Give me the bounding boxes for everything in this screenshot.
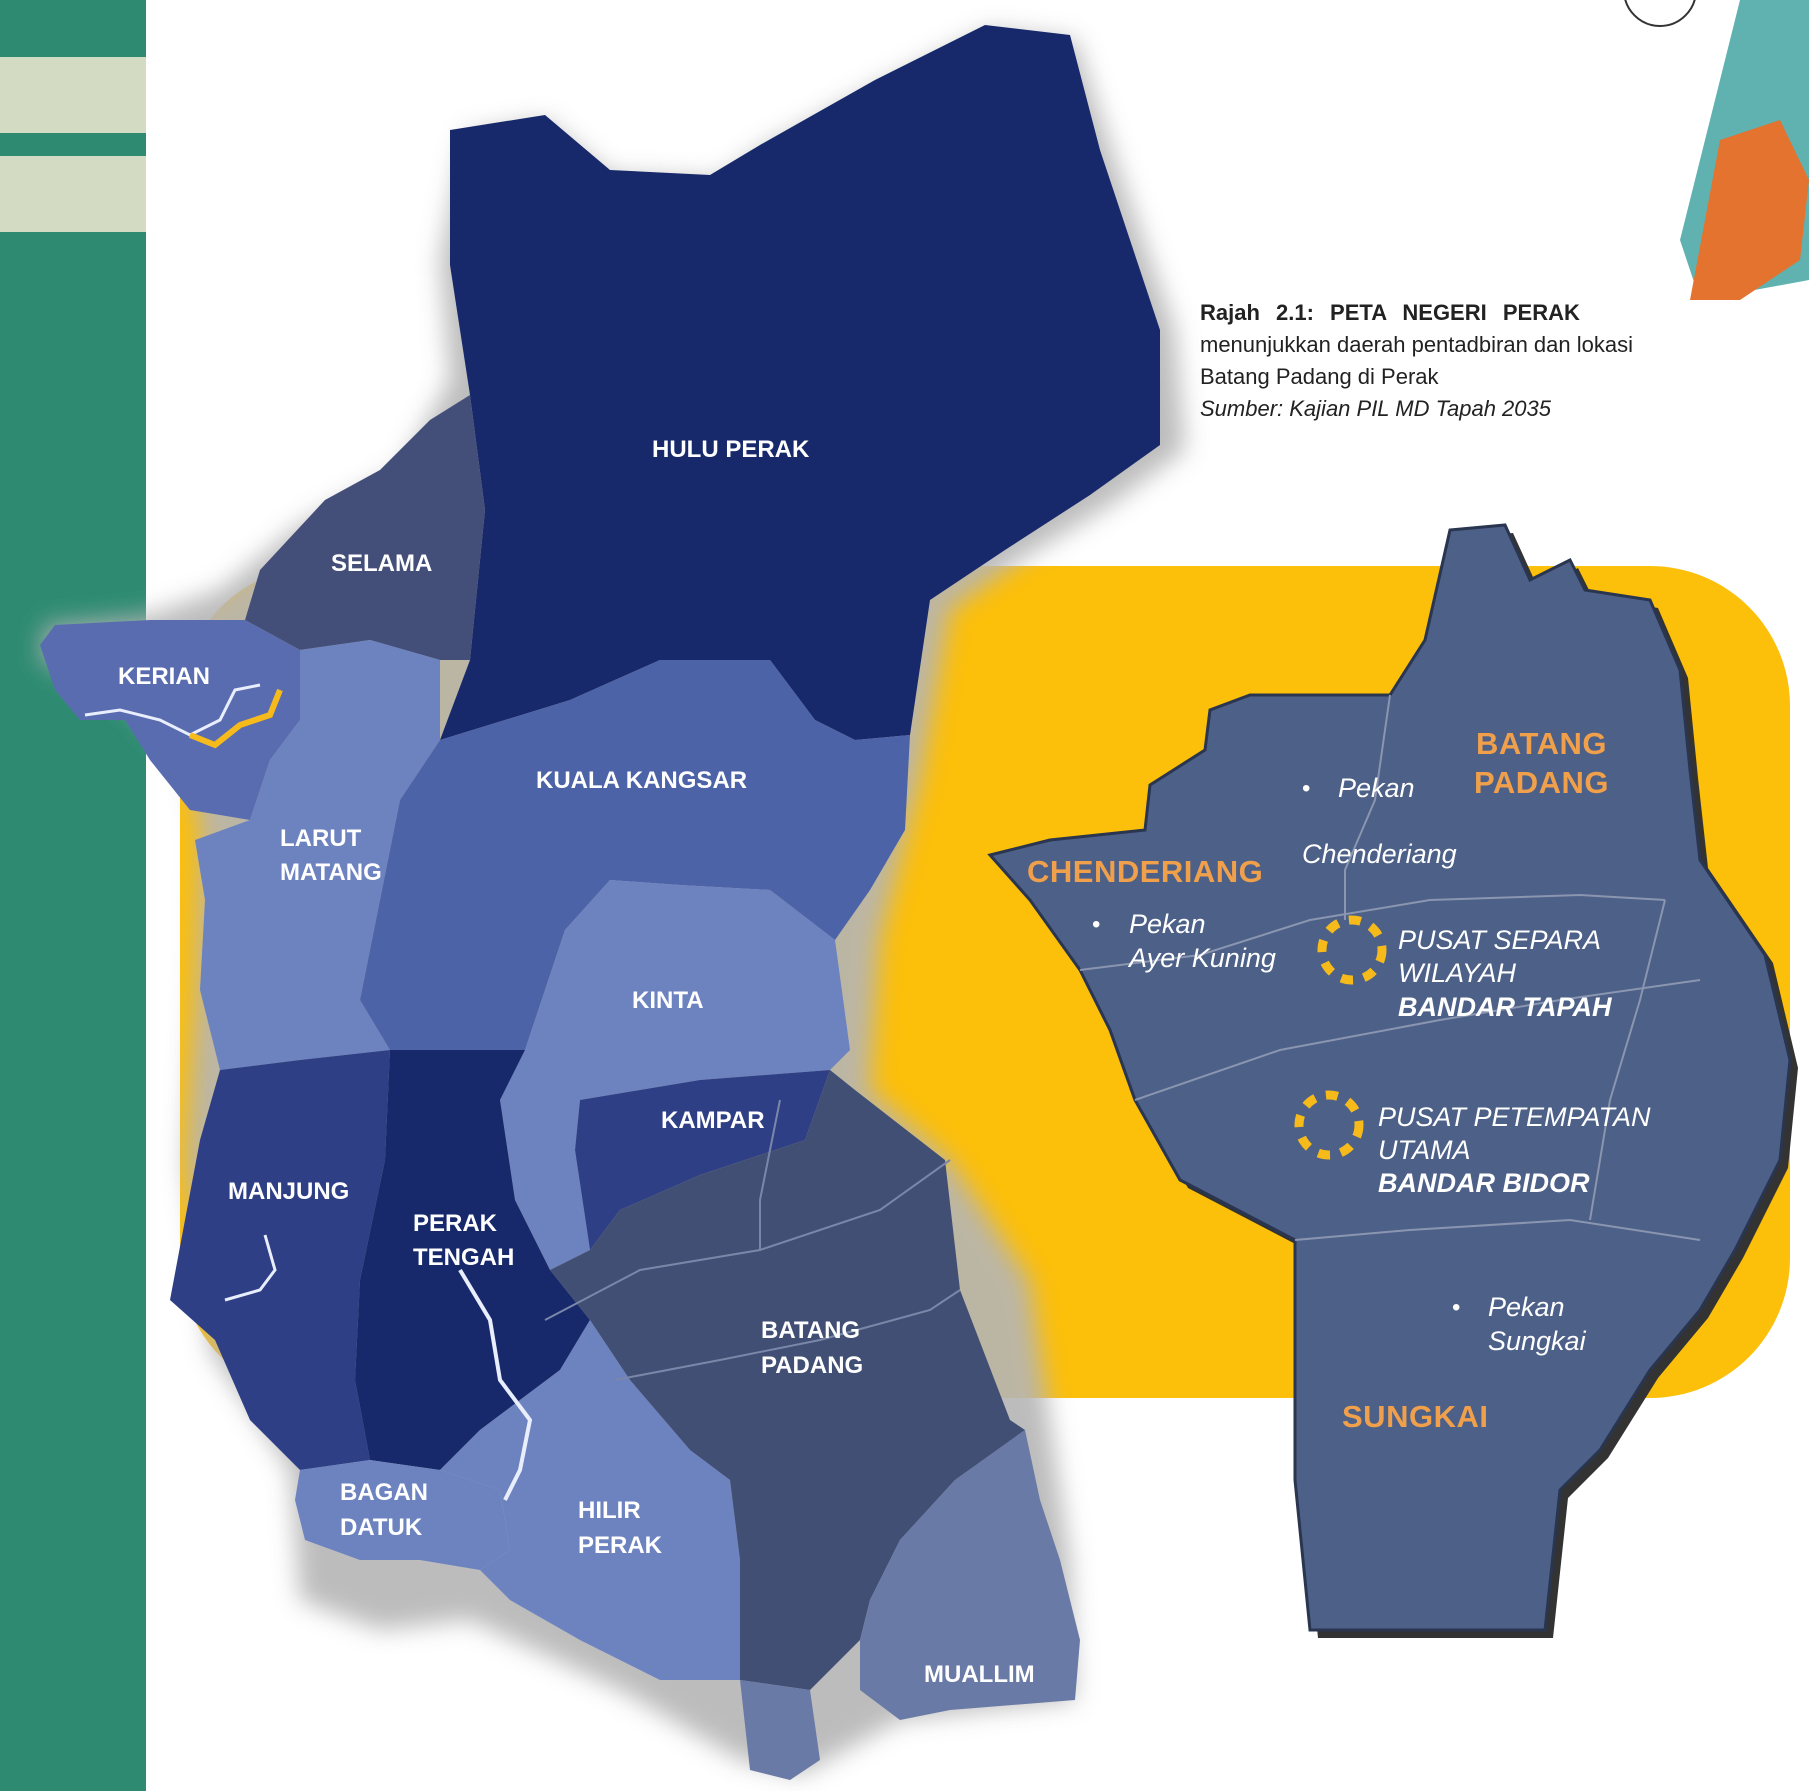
district-hulu-perak <box>440 25 1160 740</box>
district-muallim <box>860 1430 1080 1720</box>
label-bagan-datuk-1: BAGAN <box>340 1479 428 1506</box>
inset-label-batang-padang-2: PADANG <box>1474 765 1610 800</box>
label-batang-padang-1: BATANG <box>761 1317 861 1344</box>
label-muallim: MUALLIM <box>924 1661 1035 1688</box>
district-selama <box>245 395 485 660</box>
centre-marker-bidor <box>1294 1090 1364 1160</box>
district-kuala-kangsar <box>360 660 910 1050</box>
caption-source: Sumber: Kajian PIL MD Tapah 2035 <box>1200 396 1552 421</box>
label-perak-tengah-1: PERAK <box>413 1210 498 1237</box>
centre-bidor-3: BANDAR BIDOR <box>1378 1168 1590 1198</box>
inset-batang-padang <box>987 523 1792 1632</box>
district-kerian <box>40 620 300 820</box>
centre-tapah-3: BANDAR TAPAH <box>1398 992 1612 1022</box>
label-hilir-perak-1: HILIR <box>578 1497 641 1524</box>
centre-bidor-1: PUSAT PETEMPATAN <box>1378 1102 1651 1132</box>
mukim-boundary-3 <box>759 1099 781 1250</box>
boat-illustration <box>1690 120 1809 300</box>
town-sungkai-2: Sungkai <box>1488 1326 1586 1356</box>
town-bullet-chenderiang: • <box>1302 775 1311 802</box>
district-muallim-south <box>740 1680 820 1780</box>
town-pekan-chenderiang-2: Chenderiang <box>1302 839 1457 869</box>
label-kerian: KERIAN <box>118 663 211 690</box>
district-kampar <box>575 1070 830 1250</box>
inset-boundary-5 <box>1589 899 1666 1221</box>
town-sungkai-1: Pekan <box>1488 1292 1565 1322</box>
sidebar-band-bottom <box>0 156 146 232</box>
district-batang-padang <box>550 1070 1025 1690</box>
figure-caption: Rajah 2.1: PETA NEGERI PERAK menunjukkan… <box>1200 297 1680 425</box>
town-ayer-kuning-2: Ayer Kuning <box>1129 943 1276 973</box>
river-kerian-highlight <box>188 688 283 749</box>
sidebar-band-top <box>0 57 146 133</box>
label-hulu-perak: HULU PERAK <box>652 436 810 463</box>
inset-boundary-3 <box>1134 979 1701 1101</box>
inset-label-chenderiang: CHENDERIANG <box>1027 854 1264 889</box>
label-larut-matang-1: LARUT <box>280 825 362 852</box>
sidebar <box>0 0 146 1791</box>
label-larut-matang-2: MATANG <box>280 859 382 886</box>
centre-bidor-2: UTAMA <box>1378 1135 1471 1165</box>
district-bagan-datuk <box>295 1460 510 1570</box>
label-batang-padang-2: PADANG <box>761 1352 864 1379</box>
label-selama: SELAMA <box>331 550 433 577</box>
district-manjung <box>170 1050 390 1470</box>
town-pekan-chenderiang-1: Pekan <box>1338 773 1415 803</box>
district-larut-matang <box>195 640 440 1070</box>
caption-title: Rajah 2.1: PETA NEGERI PERAK <box>1200 300 1580 325</box>
label-kinta: KINTA <box>632 987 704 1014</box>
district-perak-tengah <box>355 1050 590 1470</box>
district-hilir-perak <box>440 1320 740 1680</box>
label-bagan-datuk-2: DATUK <box>340 1514 423 1541</box>
centre-tapah-1: PUSAT SEPARA <box>1398 925 1602 955</box>
label-kampar: KAMPAR <box>661 1107 765 1134</box>
inset-boundary-1 <box>1344 694 1391 920</box>
district-kinta <box>500 880 850 1270</box>
inset-label-batang-padang-1: BATANG <box>1476 726 1607 761</box>
inset-label-sungkai: SUNGKAI <box>1342 1399 1489 1434</box>
seal-logo <box>1624 0 1696 27</box>
inset-boundary-4 <box>1294 1218 1701 1241</box>
caption-description: menunjukkan daerah pentadbiran dan lokas… <box>1200 332 1633 389</box>
label-perak-tengah-2: TENGAH <box>413 1244 515 1271</box>
mukim-boundary-2 <box>614 1289 961 1381</box>
river-manjung <box>224 1234 277 1302</box>
centre-tapah-2: WILAYAH <box>1398 958 1517 988</box>
town-bullet-sungkai: • <box>1452 1294 1461 1321</box>
label-manjung: MANJUNG <box>228 1178 350 1205</box>
inset-boundary-2 <box>1079 893 1666 971</box>
town-bullet-ayer-kuning: • <box>1092 911 1101 938</box>
town-ayer-kuning-1: Pekan <box>1129 909 1206 939</box>
label-kuala-kangsar: KUALA KANGSAR <box>536 767 748 794</box>
river-perak <box>458 1268 533 1501</box>
centre-marker-tapah <box>1317 915 1387 985</box>
label-hilir-perak-2: PERAK <box>578 1532 663 1559</box>
